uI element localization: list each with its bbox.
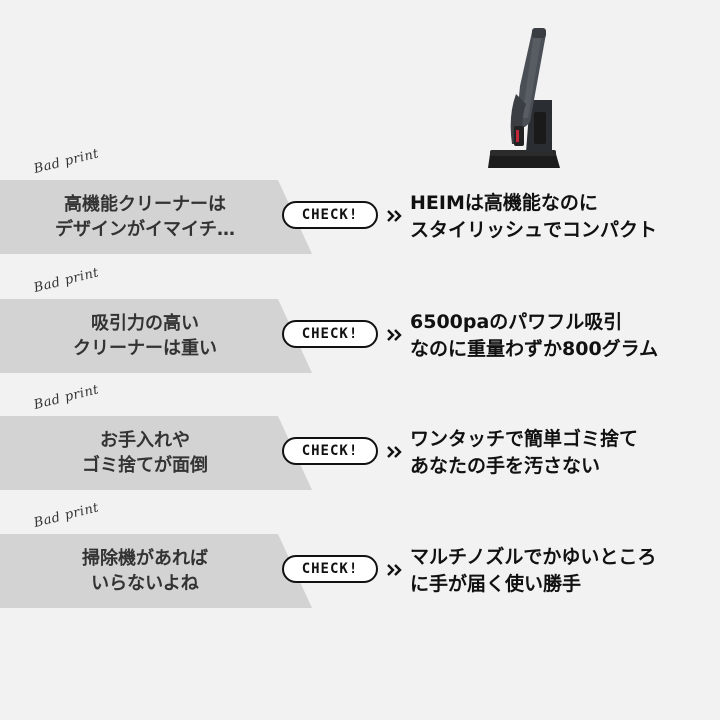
check-badge: CHECK! [282, 555, 378, 583]
problem-line-1: 吸引力の高い [91, 313, 199, 334]
solution-text: HEIMは高機能なのに スタイリッシュでコンパクト [410, 190, 710, 244]
problem-band: お手入れや ゴミ捨てが面倒 [0, 416, 312, 490]
solution-line-1: HEIMは高機能なのに [410, 192, 598, 214]
bad-print-label: Bad print [32, 265, 101, 296]
problem-line-2: クリーナーは重い [73, 338, 217, 359]
comparison-row-1: Bad print 高機能クリーナーは デザインがイマイチ… CHECK! HE… [0, 146, 720, 260]
solution-line-1: 6500paのパワフル吸引 [410, 311, 623, 333]
double-chevron-right-icon [387, 210, 402, 222]
problem-band: 掃除機があれば いらないよね [0, 534, 312, 608]
solution-text: ワンタッチで簡単ゴミ捨て あなたの手を汚さない [410, 426, 710, 480]
problem-text: 吸引力の高い クリーナーは重い [0, 299, 290, 373]
bad-print-label: Bad print [32, 500, 101, 531]
problem-band: 高機能クリーナーは デザインがイマイチ… [0, 180, 312, 254]
solution-line-2: なのに重量わずか800グラム [410, 338, 659, 360]
bad-print-label: Bad print [32, 146, 101, 177]
problem-line-1: お手入れや [100, 430, 190, 451]
solution-line-2: に手が届く使い勝手 [410, 573, 582, 595]
solution-text: マルチノズルでかゆいところ に手が届く使い勝手 [410, 544, 710, 598]
solution-line-1: マルチノズルでかゆいところ [410, 546, 657, 568]
double-chevron-right-icon [387, 446, 402, 458]
problem-text: 掃除機があれば いらないよね [0, 534, 290, 608]
comparison-row-2: Bad print 吸引力の高い クリーナーは重い CHECK! 6500paの… [0, 265, 720, 379]
problem-text: お手入れや ゴミ捨てが面倒 [0, 416, 290, 490]
comparison-row-4: Bad print 掃除機があれば いらないよね CHECK! マルチノズルでか… [0, 500, 720, 614]
problem-line-1: 掃除機があれば [82, 548, 208, 569]
bad-print-label: Bad print [32, 382, 101, 413]
problem-band: 吸引力の高い クリーナーは重い [0, 299, 312, 373]
handheld-vacuum-image [488, 28, 560, 168]
check-badge: CHECK! [282, 320, 378, 348]
problem-line-1: 高機能クリーナーは [64, 194, 226, 215]
solution-line-1: ワンタッチで簡単ゴミ捨て [410, 428, 639, 450]
solution-line-2: あなたの手を汚さない [410, 455, 601, 477]
solution-text: 6500paのパワフル吸引 なのに重量わずか800グラム [410, 309, 710, 363]
check-badge: CHECK! [282, 201, 378, 229]
problem-line-2: ゴミ捨てが面倒 [82, 455, 208, 476]
problem-text: 高機能クリーナーは デザインがイマイチ… [0, 180, 290, 254]
problem-line-2: いらないよね [91, 573, 199, 594]
double-chevron-right-icon [387, 329, 402, 341]
check-badge: CHECK! [282, 437, 378, 465]
solution-line-2: スタイリッシュでコンパクト [410, 219, 658, 241]
problem-line-2: デザインがイマイチ… [55, 219, 235, 240]
comparison-row-3: Bad print お手入れや ゴミ捨てが面倒 CHECK! ワンタッチで簡単ゴ… [0, 382, 720, 496]
double-chevron-right-icon [387, 564, 402, 576]
